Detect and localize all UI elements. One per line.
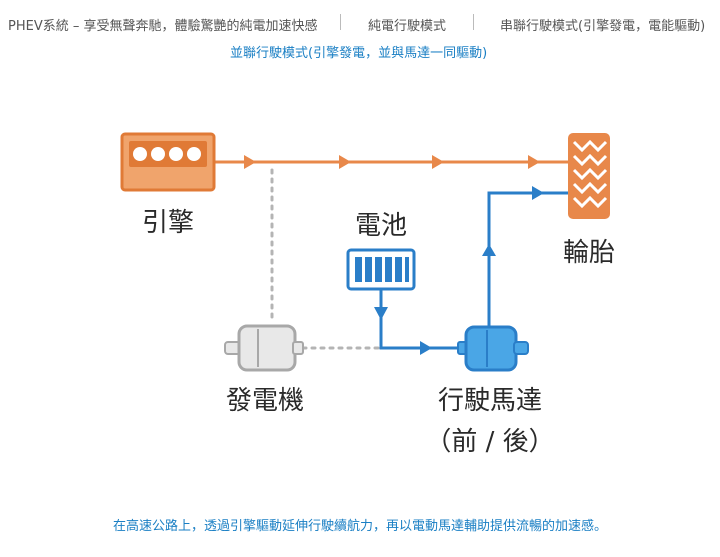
tab-ev-mode[interactable]: 純電行駛模式 <box>368 19 447 34</box>
generator-label: 發電機 <box>226 386 304 416</box>
mode-description: 在高速公路上，透過引擎驅動延伸行駛續航力，再以電動馬達輔助提供流暢的加速感。 <box>112 519 607 534</box>
tire-label: 輪胎 <box>563 238 615 268</box>
tab-separator <box>340 14 341 30</box>
generator-icon <box>224 324 304 372</box>
mode-tab-bar: PHEV系統 – 享受無聲奔馳，體驗驚艷的純電加速快感 純電行駛模式 串聯行駛模… <box>0 0 720 64</box>
tab-series-mode[interactable]: 串聯行駛模式(引擎發電，電能驅動) <box>500 19 706 34</box>
motor-sublabel: （前 / 後） <box>425 427 554 457</box>
engine-icon <box>120 132 216 192</box>
tab-separator <box>473 14 474 30</box>
tire-icon <box>568 133 610 219</box>
electric-drive-line <box>374 186 568 355</box>
engine-label: 引擎 <box>142 208 194 238</box>
battery-label: 電池 <box>355 211 407 241</box>
engine-drive-line <box>214 155 568 169</box>
tab-parallel-mode[interactable]: 並聯行駛模式(引擎發電，並與馬達一同驅動) <box>230 46 488 61</box>
battery-icon <box>346 248 416 291</box>
motor-icon <box>457 325 529 372</box>
motor-label: 行駛馬達 <box>438 386 542 416</box>
tab-phev-system[interactable]: PHEV系統 – 享受無聲奔馳，體驗驚艷的純電加速快感 <box>8 19 318 34</box>
generator-link-dotted <box>270 168 380 350</box>
